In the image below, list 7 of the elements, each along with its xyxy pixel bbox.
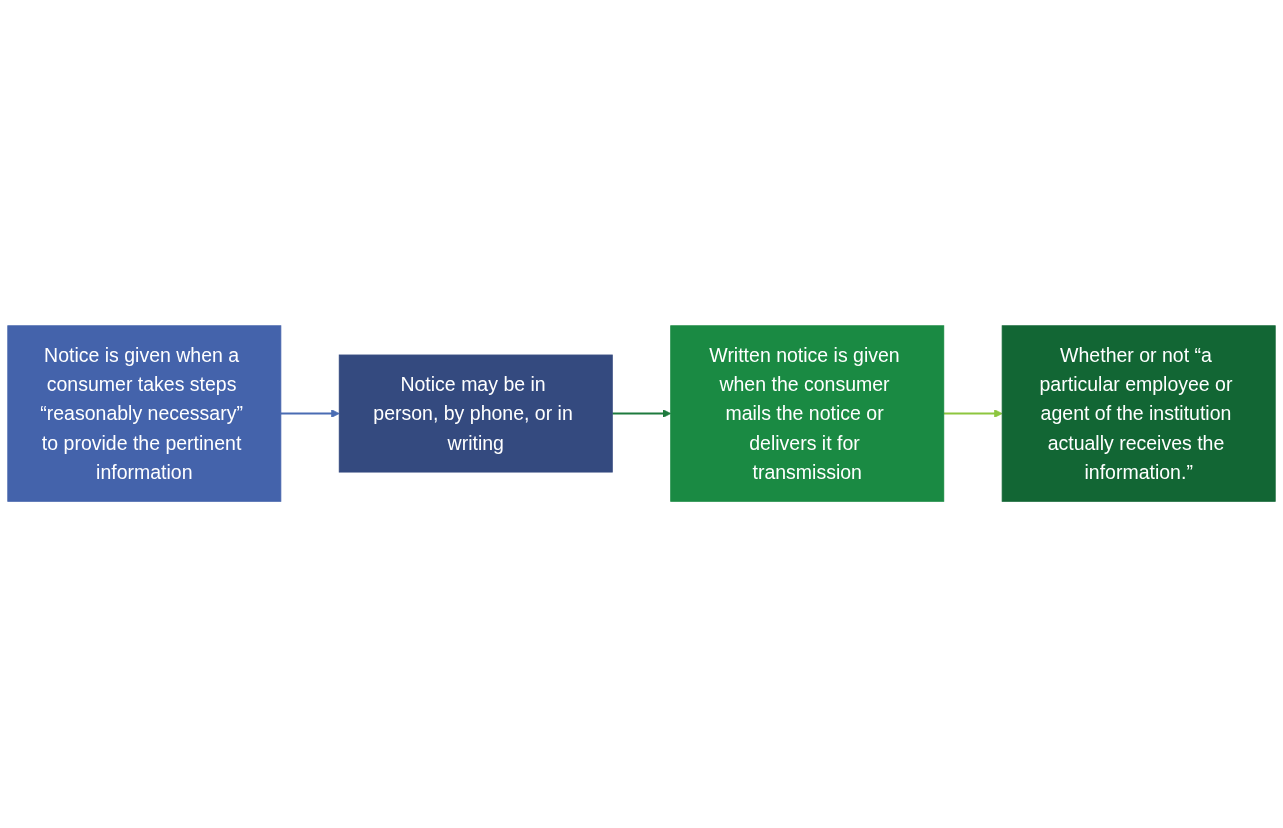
arrow [942,409,1003,419]
node-box: Notice is given when a consumer takes steps “reasonably necessary” to provide the pertinent information [7,325,282,503]
node-box: Written notice is given when the consumer mails the notice or delivers it for transmission [670,325,945,503]
arrow [611,409,672,419]
node-box: Whether or not “a particular employee or agent of the institution actually receives the information.” [1001,325,1276,503]
node-box: Notice may be in person, by phone, or in writing [338,355,613,473]
arrow [279,409,340,419]
